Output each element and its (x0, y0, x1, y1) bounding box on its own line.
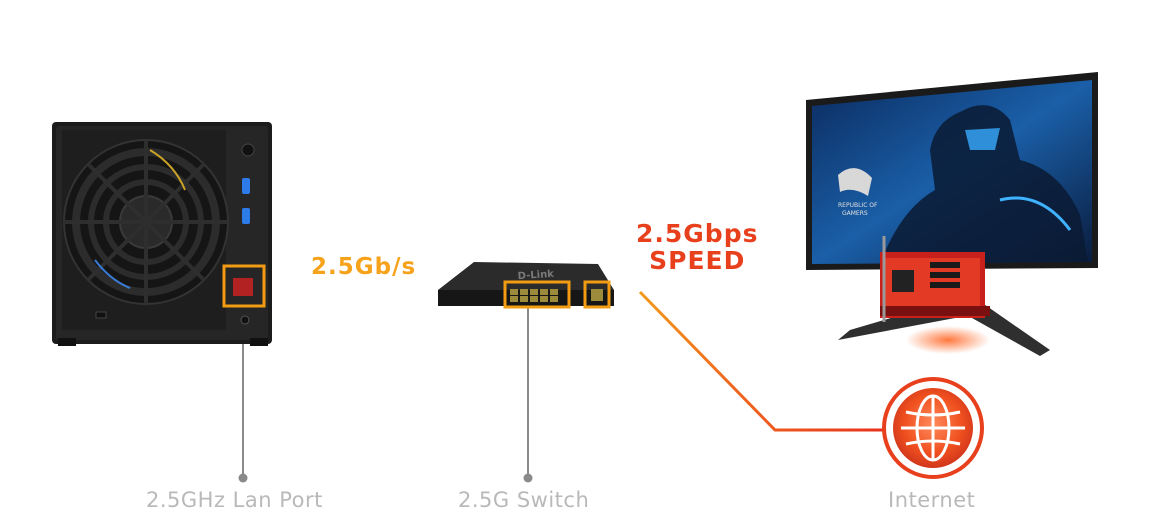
network-switch-icon: D-Link (438, 262, 614, 309)
pc-link-speed-line1: 2.5Gbps (636, 219, 759, 248)
switch-brand-text: D-Link (517, 269, 554, 283)
switch-label: 2.5G Switch (458, 488, 590, 512)
switch-uplink-highlight (583, 280, 611, 309)
rog-logo-text-line2: GAMERS (842, 210, 868, 217)
connection-lines (238, 290, 905, 483)
power-button-icon (241, 143, 255, 157)
lan-port-highlight (222, 264, 266, 308)
switch-ports-highlight (503, 280, 571, 309)
gaming-monitor-icon: REPUBLIC OF GAMERS (806, 72, 1098, 356)
switch-to-internet-cable (638, 290, 885, 432)
usb-port-icon (242, 208, 250, 224)
nas-link-speed-label: 2.5Gb/s (311, 254, 417, 280)
nas-device-icon (52, 122, 272, 346)
globe-icon (882, 377, 984, 479)
switch-callout-dot (523, 473, 533, 483)
rog-logo-icon: REPUBLIC OF GAMERS (838, 168, 878, 217)
nas-callout-dot (238, 473, 248, 483)
monitor-glow (906, 326, 990, 354)
rog-logo-text-line1: REPUBLIC OF (838, 202, 878, 209)
switch-ports (510, 289, 558, 302)
pc-link-speed-label: 2.5Gbps SPEED (636, 220, 758, 274)
internet-label: Internet (888, 488, 976, 512)
nas-port-label: 2.5GHz Lan Port (146, 488, 323, 512)
usb-port-icon (242, 178, 250, 194)
fan-icon (62, 130, 229, 330)
lan-port-icon (233, 278, 253, 296)
pc-link-speed-line2: SPEED (649, 246, 746, 275)
network-card-icon (880, 236, 990, 322)
